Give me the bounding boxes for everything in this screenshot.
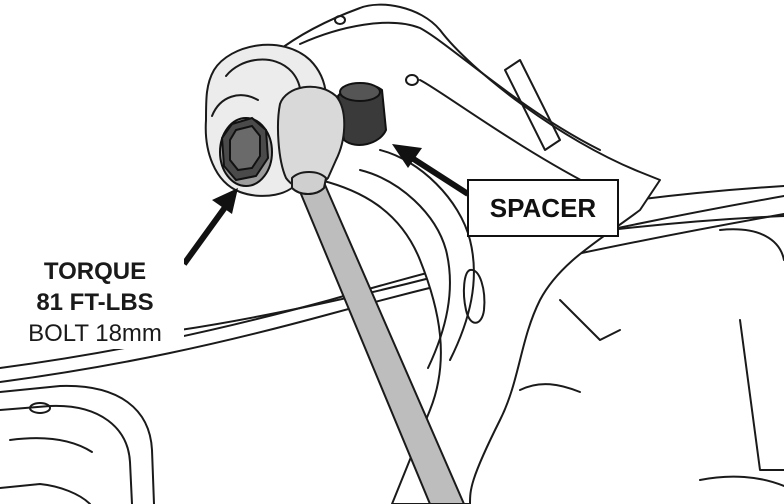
spacer-callout: SPACER	[467, 179, 619, 237]
torque-label: TORQUE	[43, 258, 147, 285]
frame-rail-lower	[0, 213, 784, 383]
right-member	[719, 228, 784, 261]
spacer	[336, 82, 388, 146]
torque-value: 81 FT-LBS	[36, 289, 154, 316]
torque-arrow	[181, 188, 238, 266]
bolt-size: BOLT 18mm	[28, 320, 162, 347]
spacer-arrow	[392, 144, 470, 197]
spacer-label: SPACER	[489, 192, 597, 223]
torque-callout: TORQUE 81 FT-LBS BOLT 18mm	[6, 256, 184, 349]
sway-bar-link	[277, 85, 465, 504]
lower-left-bracket	[0, 384, 155, 504]
bolt-head	[219, 116, 273, 187]
